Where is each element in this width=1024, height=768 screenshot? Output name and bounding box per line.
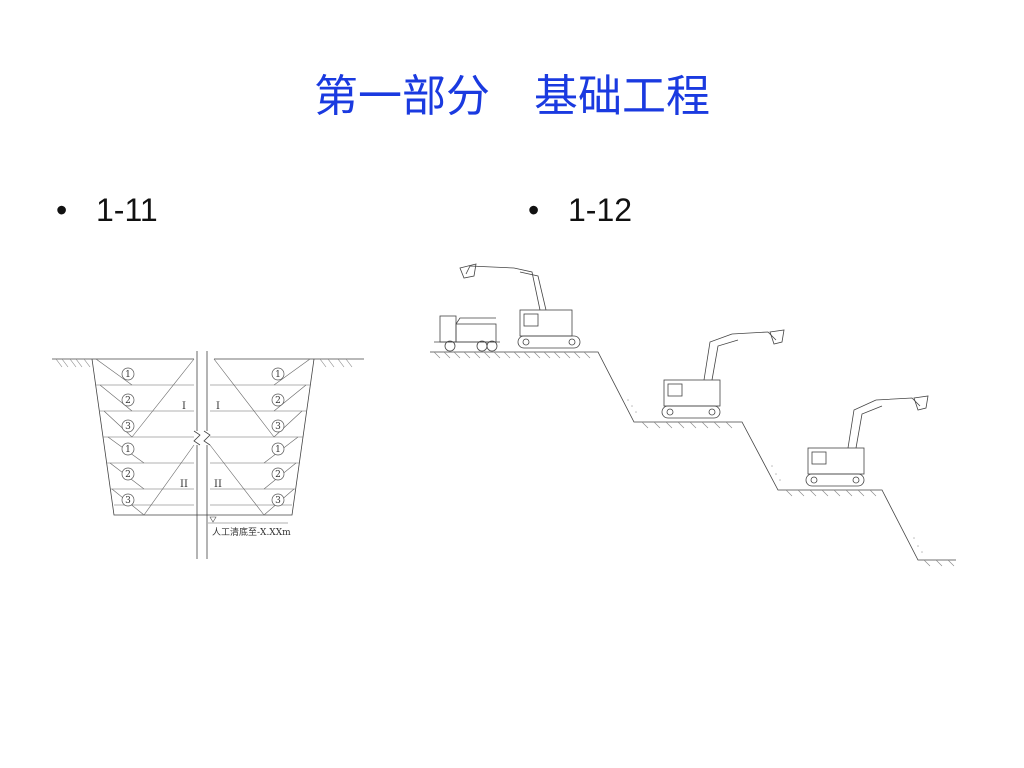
excavation-note: 人工清底至-X.XXm <box>212 526 291 538</box>
zone-label-lower-left: II <box>180 479 188 490</box>
layer-label: 2 <box>275 396 281 406</box>
layer-labels-right: 1 2 3 1 2 3 <box>271 367 285 507</box>
ground-hatch <box>55 358 353 368</box>
layer-label: 2 <box>275 470 281 480</box>
layer-label: 2 <box>125 396 131 406</box>
bullet-item-1-11: • 1-11 <box>56 188 158 232</box>
zone-label-upper-left: I <box>182 401 186 412</box>
layer-label: 1 <box>125 370 131 380</box>
layer-label: 3 <box>275 422 281 432</box>
bullet-label: 1-12 <box>568 192 633 228</box>
zone-label-lower-right: II <box>214 479 222 490</box>
bullet-item-1-12: • 1-12 <box>528 188 632 232</box>
layer-label: 1 <box>275 445 281 455</box>
excavator-icon <box>661 329 785 419</box>
layer-label: 3 <box>275 496 281 506</box>
bullet-dot: • <box>528 192 540 228</box>
layer-lines <box>95 358 311 516</box>
layer-label: 3 <box>125 422 131 432</box>
slope-stipple <box>627 399 923 553</box>
dump-truck-icon <box>434 315 500 352</box>
excavator-icon <box>805 395 929 487</box>
layer-label: 3 <box>125 496 131 506</box>
layer-label: 1 <box>125 445 131 455</box>
bullet-label: 1-11 <box>96 192 158 228</box>
stepped-excavation-diagram <box>430 263 956 567</box>
excavator-icon <box>459 263 581 349</box>
terrain-profile <box>430 351 956 561</box>
excavation-layer-diagram: 1 2 3 1 2 3 1 2 3 1 2 3 I I II II 人工清底至-… <box>52 351 364 559</box>
layer-label: 1 <box>275 370 281 380</box>
terrain-hatch <box>433 351 955 567</box>
layer-labels-left: 1 2 3 1 2 3 <box>121 367 135 507</box>
center-divider <box>193 351 211 559</box>
bullet-dot: • <box>56 192 68 228</box>
elevation-marker-icon <box>209 516 217 523</box>
slide-title: 第一部分 基础工程 <box>314 71 710 122</box>
layer-label: 2 <box>125 470 131 480</box>
zone-label-upper-right: I <box>216 401 220 412</box>
